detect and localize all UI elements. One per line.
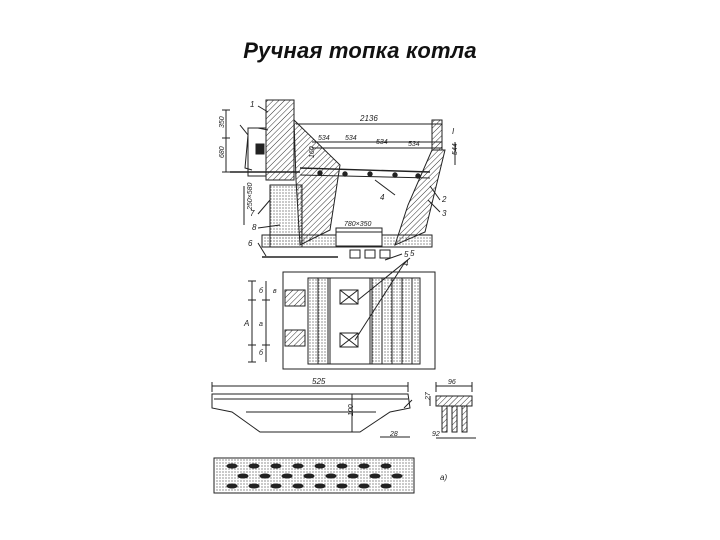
- dim-overall: 2136: [359, 114, 378, 123]
- dim-opening: 780×350: [344, 221, 372, 228]
- plan-dim-a: A: [243, 319, 249, 328]
- plan-dim-d: б: [259, 349, 264, 357]
- bar-dim-width-top: 96: [448, 379, 456, 386]
- plan-box-top: [339, 289, 359, 305]
- callout-5: 5: [404, 250, 409, 259]
- callout-7: 7: [250, 209, 255, 218]
- door-lever: [239, 124, 253, 171]
- rear-wall-top: [431, 119, 443, 151]
- front-wall: [265, 99, 295, 181]
- grate-rods: [317, 170, 421, 179]
- bar-section-top: [435, 395, 473, 407]
- door-frame: [247, 127, 267, 177]
- plan-dim-e: в: [273, 288, 277, 295]
- plan-box-bottom: [339, 332, 359, 348]
- plan-outline: [282, 271, 436, 370]
- bar-body: [211, 393, 411, 433]
- plan-door-bottom: [284, 329, 306, 347]
- plan-callout-5: 5: [410, 249, 415, 258]
- section-view: [222, 99, 456, 261]
- callout-6: 6: [248, 239, 253, 248]
- dim-seg4: 534: [408, 141, 420, 148]
- dim-seg3: 534: [376, 139, 388, 146]
- bar-dim-flange: 27: [425, 391, 432, 401]
- dim-vertical-3: 250×580: [247, 182, 254, 211]
- slide-title: Ручная топка котла: [243, 38, 477, 63]
- dim-vertical-4: 160: [309, 146, 316, 158]
- section-mark: I: [452, 127, 455, 136]
- plan-callout-4: 4: [404, 259, 409, 268]
- bar-dim-length: 525: [312, 377, 326, 386]
- callout-8: 8: [252, 223, 257, 232]
- right-slope-brickwork: [394, 149, 446, 246]
- door-hinge: [255, 143, 265, 155]
- plan-view: [248, 257, 436, 370]
- plan-dim-c: а: [259, 321, 263, 328]
- plan-door-top: [284, 289, 306, 307]
- dim-seg1: 534: [318, 135, 330, 142]
- callout-2: 2: [441, 195, 447, 204]
- plan-grate-bars: [317, 278, 413, 364]
- grate-bar-view: [211, 382, 476, 494]
- callout-1: 1: [250, 100, 254, 109]
- grate-plate-slots: [226, 463, 403, 489]
- grate-line: [299, 167, 431, 173]
- dim-vertical-5: 544: [452, 143, 459, 155]
- dim-vertical-2: 680: [219, 146, 226, 158]
- callout-4: 4: [380, 193, 385, 202]
- dim-vertical-1: 350: [219, 116, 226, 128]
- callout-3: 3: [442, 209, 447, 218]
- plan-dim-b-top: б: [259, 287, 264, 295]
- bar-dim-width-bottom: 92: [432, 431, 440, 438]
- plan-center-strip: [329, 277, 371, 365]
- bar-dim-end: 28: [389, 431, 398, 438]
- dim-seg2: 534: [345, 135, 357, 142]
- bar-view-label: а): [440, 473, 447, 482]
- ash-pit-opening: [335, 227, 383, 247]
- left-slope-brickwork: [293, 118, 341, 246]
- bar-dim-height: 100: [348, 404, 355, 416]
